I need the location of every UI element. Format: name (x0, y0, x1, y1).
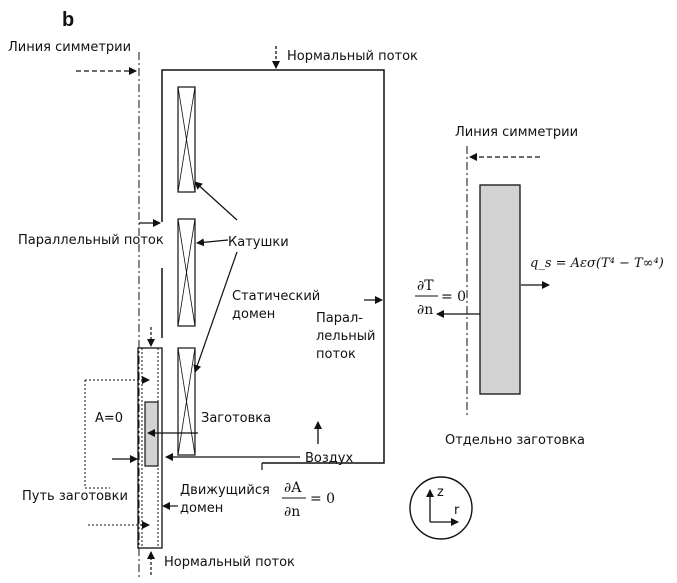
billet-only-caption: Отдельно заготовка (445, 433, 585, 448)
dA-denominator: ∂n (284, 504, 300, 520)
outer-domain-boundary (161, 69, 385, 464)
coils-label: Катушки (228, 235, 289, 250)
coil-arrow-1 (194, 181, 238, 221)
billet-path-label: Путь заготовки (22, 489, 128, 504)
top-flux-label: Нормальный поток (287, 49, 418, 64)
coil-arrow-2 (196, 238, 229, 247)
static-domain-label-1: Статический (232, 289, 320, 304)
coil-1 (177, 86, 196, 193)
moving-domain-boundary (137, 347, 163, 549)
r-axis-label: r (454, 503, 460, 518)
bottom-flux-label: Нормальный поток (164, 555, 295, 570)
symmetry-label-left: Линия симметрии (8, 40, 131, 55)
dA-numerator: ∂A (284, 480, 302, 496)
parallel-flux-right-label-2: лельный (316, 329, 376, 344)
static-domain-label-2: домен (232, 307, 275, 322)
billet-label: Заготовка (201, 411, 271, 426)
qs-formula: q_s = Aεσ(T⁴ − T∞⁴) (530, 256, 664, 271)
dT-equals: = 0 (441, 289, 466, 305)
coordinate-circle (409, 476, 473, 540)
billet-isolated (479, 184, 521, 395)
coil-3 (177, 347, 196, 456)
z-axis-label: z (437, 485, 444, 500)
parallel-flux-right-label-3: поток (316, 347, 356, 362)
moving-domain-label-2: домен (180, 501, 223, 516)
dT-numerator: ∂T (417, 278, 434, 294)
dA-equals: = 0 (310, 491, 335, 507)
coil-2 (177, 218, 196, 327)
a-zero-label: A=0 (95, 411, 123, 426)
billet (144, 401, 159, 467)
symmetry-label-right: Линия симметрии (455, 125, 578, 140)
dT-denominator: ∂n (417, 302, 433, 318)
parallel-flux-right-label-1: Парал- (316, 311, 363, 326)
parallel-flux-left-label: Параллельный поток (18, 233, 164, 248)
panel-label: b (62, 9, 74, 31)
moving-domain-label-1: Движущийся (180, 483, 270, 498)
coil-arrow-3 (193, 251, 238, 373)
air-label: Воздух (305, 451, 353, 466)
